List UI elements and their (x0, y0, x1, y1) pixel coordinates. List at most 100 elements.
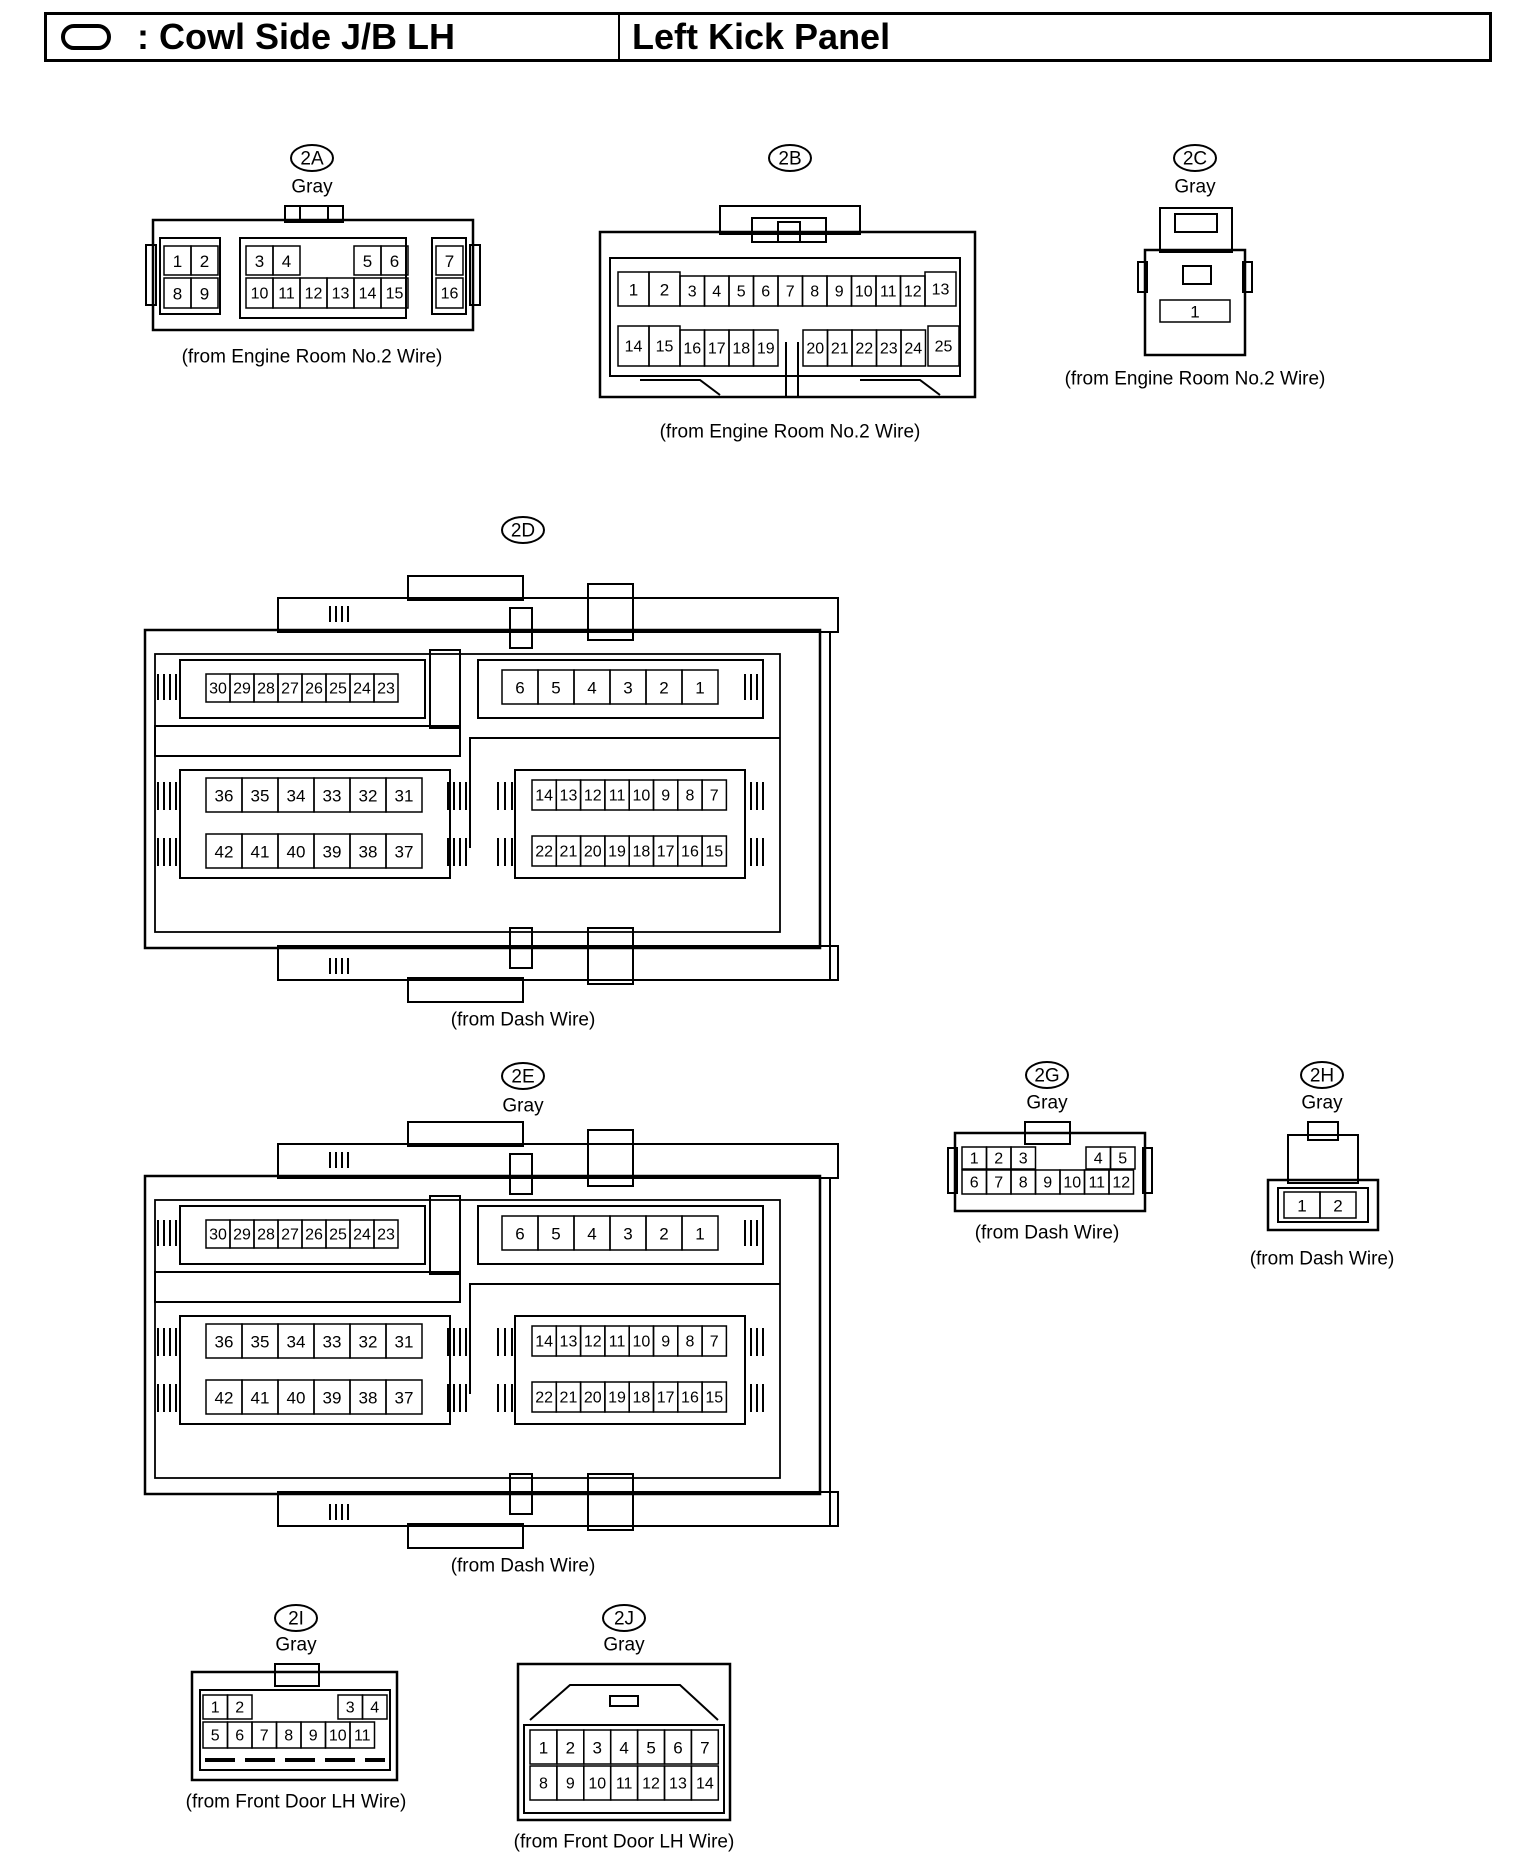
pin-number: 38 (359, 1389, 378, 1408)
housing-outline (151, 218, 475, 332)
housing-color-label: Gray (502, 1096, 544, 1117)
pin-number: 41 (251, 843, 270, 862)
housing-outline (199, 1689, 391, 1771)
pin-number: 7 (710, 1334, 719, 1351)
housing-color-label: Gray (291, 177, 333, 198)
pin-number: 10 (329, 1728, 347, 1745)
pin-number: 1 (629, 281, 638, 300)
pin-number: 7 (260, 1728, 269, 1745)
wire-source-label: (from Engine Room No.2 Wire) (1065, 369, 1326, 390)
pin-number: 11 (609, 788, 626, 805)
connector-code: 2G (1034, 1066, 1059, 1087)
pin-number: 4 (282, 252, 291, 271)
housing-outline (719, 205, 861, 235)
housing-outline (509, 1153, 533, 1195)
pin-number: 4 (1094, 1151, 1103, 1168)
pin-number: 25 (935, 339, 953, 356)
pin-cell (690, 1729, 720, 1765)
wire-source-label: (from Engine Room No.2 Wire) (182, 347, 443, 368)
pin-number: 42 (215, 1389, 234, 1408)
housing-outline (143, 1174, 822, 1496)
pin-number: 8 (1019, 1175, 1028, 1192)
pin-number: 25 (329, 1227, 347, 1244)
pin-number: 11 (278, 286, 295, 303)
pin-number: 17 (708, 341, 726, 358)
header-panel-cell: Left Kick Panel (620, 15, 890, 59)
pin-number: 26 (305, 681, 323, 698)
pin-number: 15 (656, 339, 674, 356)
pin-number: 10 (588, 1776, 606, 1793)
pin-number: 29 (233, 681, 251, 698)
pin-number: 22 (535, 1390, 553, 1407)
pin-number: 2 (659, 1225, 668, 1244)
pin-number: 1 (539, 1739, 548, 1758)
connector-code: 2A (300, 149, 324, 170)
connector-code: 2I (288, 1609, 304, 1630)
pin-number: 17 (657, 844, 675, 861)
pin-number: 39 (323, 1389, 342, 1408)
pin-number: 1 (695, 679, 704, 698)
pin-cell (226, 1694, 253, 1720)
housing-outline (1182, 265, 1212, 285)
pin-number: 34 (287, 1333, 306, 1352)
pin-number: 35 (251, 1333, 270, 1352)
pin-number: 11 (880, 284, 897, 301)
housing-outline (469, 244, 481, 306)
pin-number: 20 (584, 1390, 602, 1407)
pin-number: 20 (806, 341, 824, 358)
pin-number: 34 (287, 787, 306, 806)
pin-number: 5 (551, 1225, 560, 1244)
pin-number: 7 (445, 252, 454, 271)
housing-outline (277, 597, 839, 633)
pin-number: 37 (395, 1389, 414, 1408)
pin-number: 12 (1112, 1175, 1130, 1192)
pin-number: 8 (284, 1728, 293, 1745)
pin-number: 41 (251, 1389, 270, 1408)
housing-outline (1242, 261, 1253, 293)
housing-outline (1266, 1178, 1380, 1232)
housing-color-label: Gray (1301, 1093, 1343, 1114)
pin-number: 7 (994, 1175, 1003, 1192)
pin-number: 6 (673, 1739, 682, 1758)
pin-number: 13 (560, 788, 578, 805)
pin-number: 18 (632, 1390, 650, 1407)
pin-number: 24 (353, 1227, 371, 1244)
pin-cell (924, 271, 957, 307)
pin-cell (373, 1219, 399, 1249)
pin-number: 19 (757, 341, 775, 358)
pin-number: 11 (616, 1776, 633, 1793)
housing-outline (179, 769, 451, 879)
pin-number: 15 (705, 1390, 723, 1407)
divider (154, 1271, 461, 1303)
housing-outline (587, 1129, 634, 1187)
wire-source-label: (from Front Door LH Wire) (186, 1792, 407, 1813)
housing-outline (947, 1147, 958, 1194)
pin-number: 5 (646, 1739, 655, 1758)
housing-outline (1307, 1121, 1339, 1141)
pin-number: 5 (363, 252, 372, 271)
pin-number: 3 (346, 1700, 355, 1717)
pin-number: 32 (359, 787, 378, 806)
pin-number: 7 (786, 284, 795, 301)
housing-outline (523, 1724, 725, 1814)
housing-outline (407, 575, 524, 601)
pin-number: 28 (257, 681, 275, 698)
pin-number: 8 (810, 284, 819, 301)
pin-number: 20 (584, 844, 602, 861)
housing-outline (514, 769, 746, 879)
housing-outline (1137, 261, 1148, 293)
pin-cell (1319, 1191, 1357, 1219)
pin-number: 16 (683, 341, 701, 358)
wire-source-label: (from Dash Wire) (1250, 1249, 1395, 1270)
inner-frame (154, 1199, 781, 1479)
housing-outline (609, 1695, 639, 1707)
pin-number: 21 (560, 1390, 578, 1407)
housing-outline (587, 927, 634, 985)
panel-title: Left Kick Panel (632, 16, 891, 57)
pin-number: 21 (831, 341, 849, 358)
pin-number: 12 (584, 1334, 602, 1351)
housing-color-label: Gray (603, 1635, 645, 1656)
pin-number: 13 (932, 282, 950, 299)
